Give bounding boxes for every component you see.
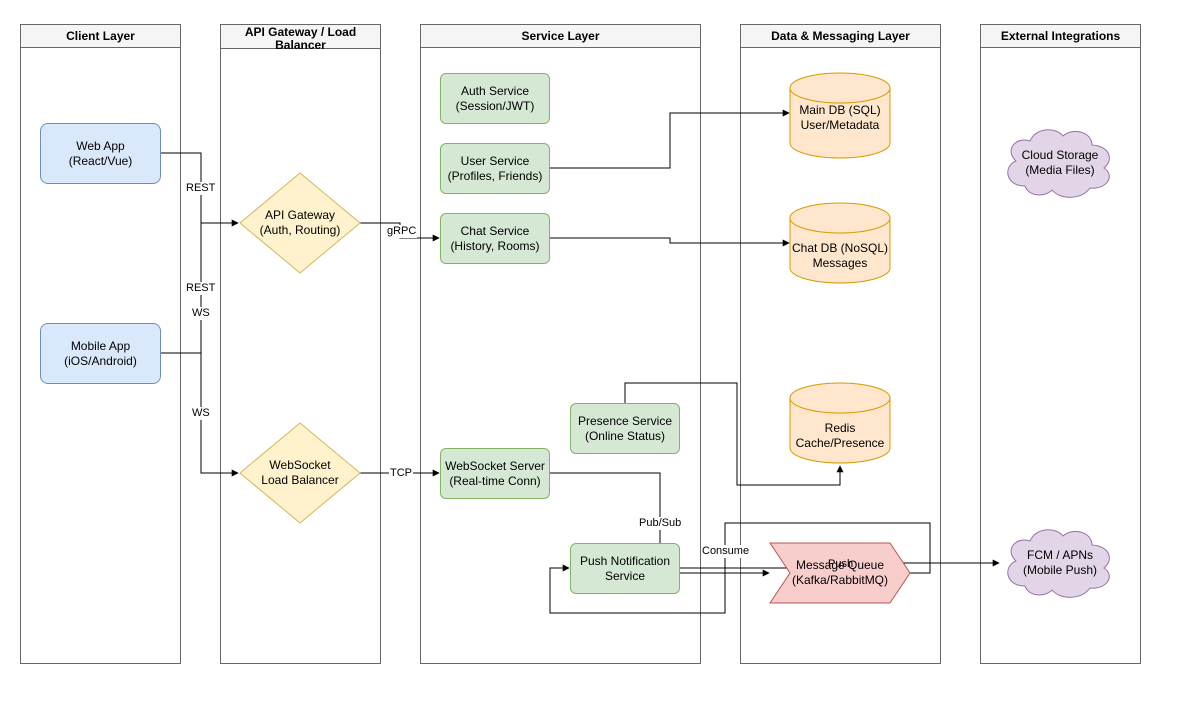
mq-subtitle: (Kafka/RabbitMQ) — [791, 573, 889, 587]
chat-db-title: Chat DB (NoSQL) — [791, 241, 889, 255]
cloud-storage-subtitle: (Media Files) — [1025, 163, 1095, 177]
fcm-shape — [1007, 529, 1110, 598]
ws-lb-subtitle: Load Balancer — [261, 473, 339, 487]
edge-label-tcp: TCP — [389, 467, 413, 480]
mq-title: Message Queue — [795, 558, 885, 572]
presence-service-node[interactable]: Presence Service (Online Status) — [570, 403, 680, 454]
ws-lb-shape — [239, 422, 361, 524]
edge-user-to-maindb — [550, 109, 790, 169]
chat-service-title: Chat Service — [460, 223, 530, 238]
presence-service-title: Presence Service — [577, 413, 673, 428]
lane-gateway: API Gateway / Load Balancer — [220, 24, 381, 664]
edge-label-rest-mobile: REST — [185, 282, 217, 295]
fcm-node[interactable]: FCM / APNs (Mobile Push) — [1005, 548, 1115, 578]
redis-title: Redis — [824, 421, 856, 435]
edge-label-consume: Consume — [701, 545, 751, 558]
ws-server-node[interactable]: WebSocket Server (Real-time Conn) — [440, 448, 550, 499]
edge-label-push: Push — [828, 558, 854, 570]
ws-lb-title: WebSocket — [269, 458, 331, 472]
ws-server-subtitle: (Real-time Conn) — [449, 473, 541, 488]
auth-service-title: Auth Service — [460, 83, 530, 98]
cloud-storage-title: Cloud Storage — [1021, 148, 1099, 162]
chat-db-subtitle: Messages — [812, 256, 868, 270]
lane-header-external: External Integrations — [981, 25, 1140, 48]
edge-label-ws-mobile: WS — [191, 407, 211, 420]
edge-label-grpc: gRPC — [386, 225, 418, 238]
mobile-app-node[interactable]: Mobile App (iOS/Android) — [40, 323, 161, 384]
cloud-storage-shape — [1007, 129, 1110, 198]
user-service-node[interactable]: User Service (Profiles, Friends) — [440, 143, 550, 194]
api-gateway-title: API Gateway — [264, 208, 336, 222]
edge-chat-to-chatdb — [550, 237, 790, 247]
api-gateway-node[interactable]: API Gateway (Auth, Routing) — [240, 193, 360, 253]
edge-label-ws-web: WS — [191, 307, 211, 320]
redis-node[interactable]: Redis Cache/Presence — [790, 421, 890, 451]
chat-db-cylinder — [789, 202, 891, 284]
push-service-subtitle: Service — [604, 568, 645, 583]
ws-server-title: WebSocket Server — [445, 458, 545, 473]
auth-service-subtitle: (Session/JWT) — [455, 98, 535, 113]
web-app-subtitle: (React/Vue) — [68, 153, 133, 168]
main-db-node[interactable]: Main DB (SQL) User/Metadata — [790, 103, 890, 133]
web-app-title: Web App — [76, 138, 125, 153]
edge-presence-to-redis — [624, 382, 844, 486]
user-service-title: User Service — [460, 153, 530, 168]
chat-db-node[interactable]: Chat DB (NoSQL) Messages — [785, 241, 895, 271]
fcm-title: FCM / APNs — [1026, 548, 1093, 562]
lane-header-gateway: API Gateway / Load Balancer — [221, 25, 380, 52]
edge-label-pubsub: Pub/Sub — [638, 517, 683, 530]
push-service-node[interactable]: Push Notification Service — [570, 543, 680, 594]
api-gateway-subtitle: (Auth, Routing) — [259, 223, 341, 237]
cloud-storage-node[interactable]: Cloud Storage (Media Files) — [1005, 148, 1115, 178]
auth-service-node[interactable]: Auth Service (Session/JWT) — [440, 73, 550, 124]
edge-web-to-wslb — [200, 153, 239, 477]
lane-header-data: Data & Messaging Layer — [741, 25, 940, 48]
chat-service-subtitle: (History, Rooms) — [450, 238, 540, 253]
redis-subtitle: Cache/Presence — [795, 436, 885, 450]
user-service-subtitle: (Profiles, Friends) — [447, 168, 543, 183]
main-db-title: Main DB (SQL) — [799, 103, 881, 117]
lane-header-client: Client Layer — [21, 25, 180, 48]
api-gateway-shape — [239, 172, 361, 274]
web-app-node[interactable]: Web App (React/Vue) — [40, 123, 161, 184]
ws-lb-node[interactable]: WebSocket Load Balancer — [240, 443, 360, 503]
push-service-title: Push Notification — [579, 553, 671, 568]
lane-header-service: Service Layer — [421, 25, 700, 48]
main-db-subtitle: User/Metadata — [800, 118, 880, 132]
edge-label-rest-web: REST — [185, 182, 217, 195]
mobile-app-title: Mobile App — [70, 338, 131, 353]
mq-shape — [769, 542, 911, 604]
redis-cylinder — [789, 382, 891, 464]
main-db-cylinder — [789, 72, 891, 159]
chat-service-node[interactable]: Chat Service (History, Rooms) — [440, 213, 550, 264]
fcm-subtitle: (Mobile Push) — [1022, 563, 1098, 577]
presence-service-subtitle: (Online Status) — [584, 428, 666, 443]
mq-node[interactable]: Message Queue (Kafka/RabbitMQ) — [775, 558, 905, 588]
mobile-app-subtitle: (iOS/Android) — [64, 353, 137, 368]
